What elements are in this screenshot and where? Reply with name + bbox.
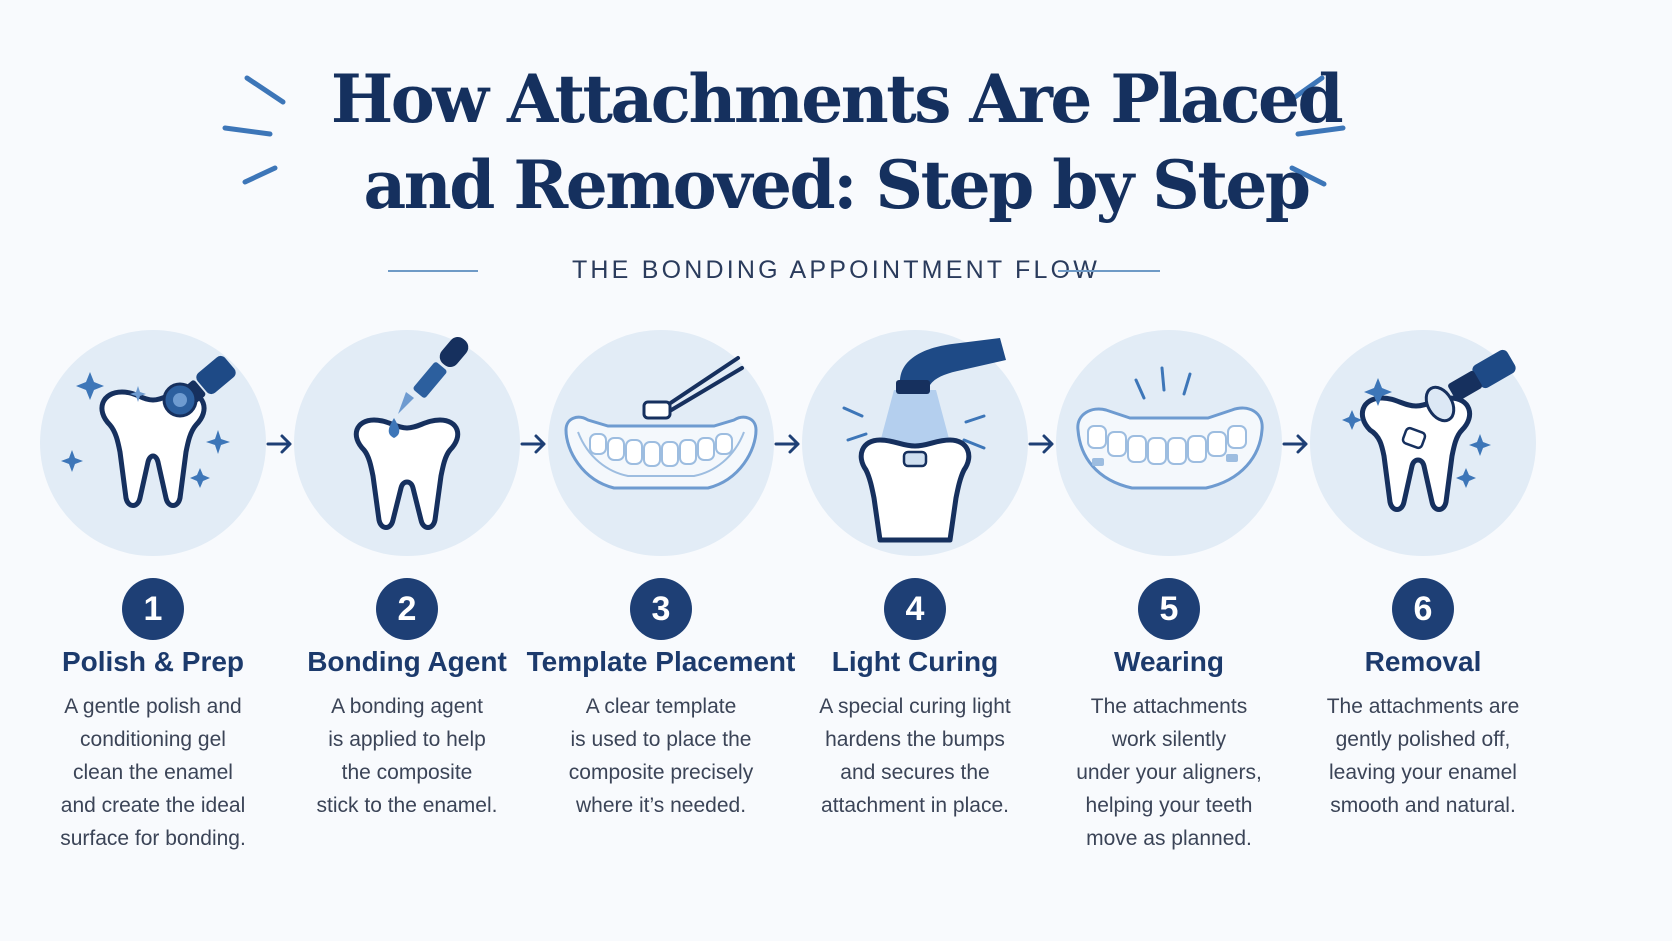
template-tray-icon	[564, 356, 758, 490]
arrow-right-icon	[520, 434, 546, 454]
step-3-illustration	[548, 330, 774, 556]
arrow-right-icon	[1282, 434, 1308, 454]
polishing-tooth-icon	[61, 355, 236, 508]
step-6-number-badge: 6	[1392, 578, 1454, 640]
subtitle-rule-left	[388, 270, 478, 272]
removal-tooth-icon	[1342, 349, 1516, 512]
step-1-title: Polish & Prep	[61, 646, 245, 677]
step-5: 5 Wearing The attachments work silently …	[1054, 330, 1284, 890]
step-6-description: The attachments are gently polished off,…	[1326, 695, 1520, 817]
step-6: 6 Removal The attachments are gently pol…	[1308, 330, 1538, 890]
step-5-description: The attachments work silently under your…	[1076, 695, 1262, 850]
step-1: 1 Polish & Prep A gentle polish and cond…	[38, 330, 268, 890]
step-4: 4 Light Curing A special curing light ha…	[800, 330, 1030, 890]
step-1-illustration	[40, 330, 266, 556]
step-3-description: A clear template is used to place the co…	[568, 695, 754, 817]
arrow-right-icon	[266, 434, 292, 454]
step-4-title: Light Curing	[831, 646, 999, 677]
step-4-illustration	[802, 330, 1028, 556]
step-4-description: A special curing light hardens the bumps…	[819, 695, 1011, 817]
step-5-title: Wearing	[1114, 646, 1224, 677]
step-2-number-badge: 2	[376, 578, 438, 640]
step-1-number-badge: 1	[122, 578, 184, 640]
step-5-number-badge: 5	[1138, 578, 1200, 640]
curing-light-icon	[842, 338, 1006, 543]
arrow-right-icon	[1028, 434, 1054, 454]
step-2-description: A bonding agent is applied to help the c…	[316, 695, 498, 817]
title-line-2: and Removed: Step by Step	[363, 146, 1311, 224]
step-3: 3 Template Placement A clear template is…	[527, 330, 795, 890]
right-sparkle-lines-decoration	[1285, 75, 1346, 187]
left-sparkle-lines-decoration	[222, 75, 286, 185]
step-4-number-badge: 4	[884, 578, 946, 640]
title-line-1: How Attachments Are Placed	[330, 60, 1344, 138]
steps-flow: 1 Polish & Prep A gentle polish and cond…	[0, 330, 1672, 890]
step-2-illustration	[294, 330, 520, 556]
subtitle: THE BONDING APPOINTMENT FLOW	[571, 256, 1101, 284]
aligner-icon	[1076, 366, 1264, 490]
step-5-illustration	[1056, 330, 1282, 556]
page-title: How Attachments Are Placed and Removed: …	[0, 56, 1672, 228]
step-6-title: Removal	[1364, 646, 1482, 677]
header: How Attachments Are Placed and Removed: …	[0, 0, 1672, 300]
step-1-description: A gentle polish and conditioning gel cle…	[60, 695, 246, 850]
step-2: 2 Bonding Agent A bonding agent is appli…	[292, 330, 522, 890]
step-6-illustration	[1310, 330, 1536, 556]
subtitle-rule-right	[1058, 270, 1160, 272]
step-3-number-badge: 3	[630, 578, 692, 640]
step-2-title: Bonding Agent	[307, 646, 507, 677]
dropper-tooth-icon	[353, 336, 469, 530]
subtitle-row: THE BONDING APPOINTMENT FLOW	[0, 252, 1672, 288]
arrow-right-icon	[774, 434, 800, 454]
step-3-title: Template Placement	[526, 646, 796, 677]
